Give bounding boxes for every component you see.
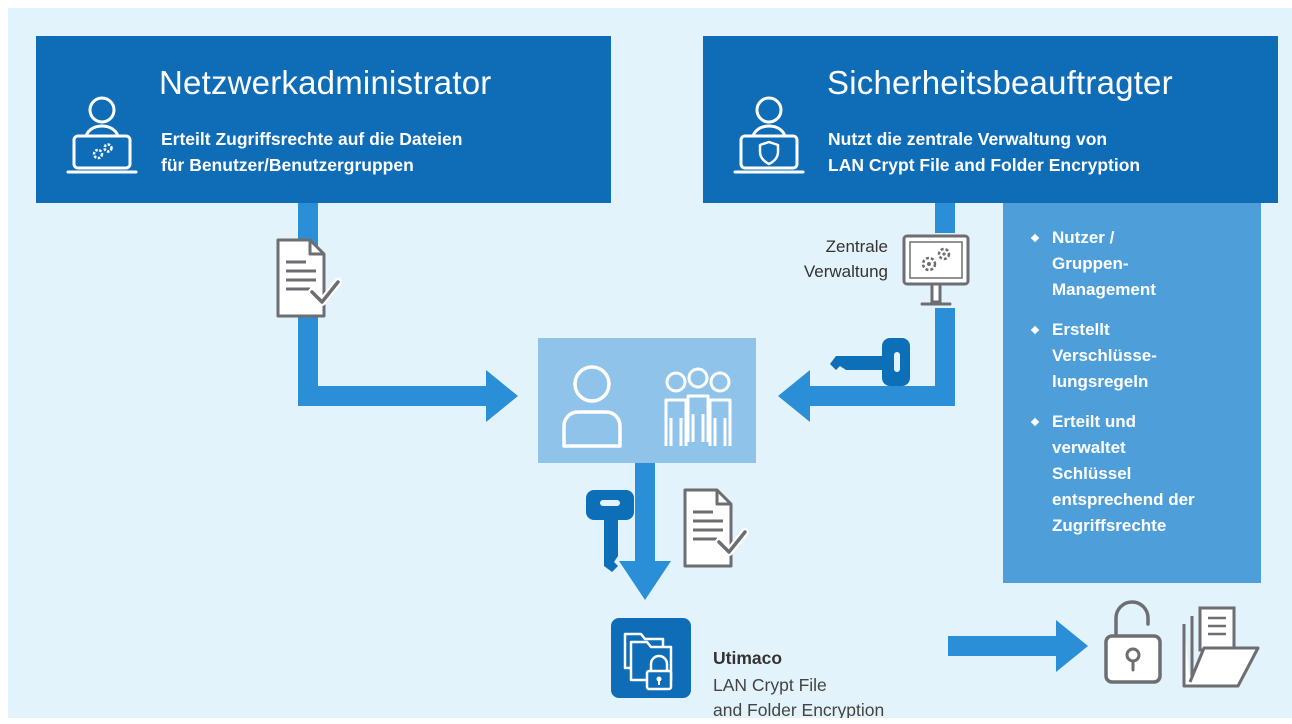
key-icon (830, 338, 910, 386)
admin-gears-user-icon (66, 96, 138, 174)
group-icon (664, 367, 732, 446)
arrow-admin-to-users (298, 203, 518, 422)
responsibilities-list: Nutzer / Gruppen- Management Erstellt Ve… (1031, 225, 1195, 553)
open-lock-icon (1104, 600, 1162, 684)
users-groups-icons (562, 365, 732, 448)
key-icon-2 (586, 490, 634, 572)
admin-subtitle-line2: für Benutzer/Benutzergruppen (161, 155, 414, 175)
document-check-icon-2 (683, 488, 749, 568)
product-name: Utimaco (713, 648, 783, 668)
arrow-users-to-product (619, 463, 671, 600)
security-subtitle-line2: LAN Crypt File and Folder Encryption (828, 155, 1141, 175)
monitor-gears-icon (902, 234, 970, 306)
arrow-central-to-users (778, 203, 955, 422)
encrypted-folder-icon (611, 618, 691, 698)
arrow-product-to-files (948, 620, 1088, 672)
admin-subtitle: Erteilt Zugriffsrechte auf die Dateien f… (161, 126, 462, 178)
list-item: Erstellt Verschlüsse- lungsregeln (1031, 317, 1195, 395)
network-admin-box: Netzwerkadministrator Erteilt Zugriffsre… (36, 36, 611, 203)
document-check-icon (276, 238, 342, 318)
admin-subtitle-line1: Erteilt Zugriffsrechte auf die Dateien (161, 129, 463, 149)
list-item: Erteilt und verwaltet Schlüssel entsprec… (1031, 409, 1195, 539)
user-icon (562, 365, 622, 448)
list-item: Nutzer / Gruppen- Management (1031, 225, 1195, 303)
security-subtitle: Nutzt die zentrale Verwaltung von LAN Cr… (828, 126, 1140, 178)
central-management-label: Zentrale Verwaltung (803, 237, 888, 281)
security-title: Sicherheitsbeauftragter (827, 64, 1173, 101)
security-officer-shield-icon (733, 96, 805, 174)
folder-documents-icon (1182, 606, 1260, 688)
security-officer-box: Sicherheitsbeauftragter Nutzt die zentra… (703, 36, 1278, 203)
responsibilities-panel: Nutzer / Gruppen- Management Erstellt Ve… (1003, 203, 1261, 583)
diagram-connectors (276, 203, 1260, 688)
product-description: LAN Crypt File and Folder Encryption (713, 675, 885, 718)
diagram-canvas: Netzwerkadministrator Erteilt Zugriffsre… (8, 8, 1292, 718)
security-subtitle-line1: Nutzt die zentrale Verwaltung von (828, 129, 1108, 149)
users-groups-box (538, 338, 756, 463)
admin-title: Netzwerkadministrator (159, 64, 492, 101)
